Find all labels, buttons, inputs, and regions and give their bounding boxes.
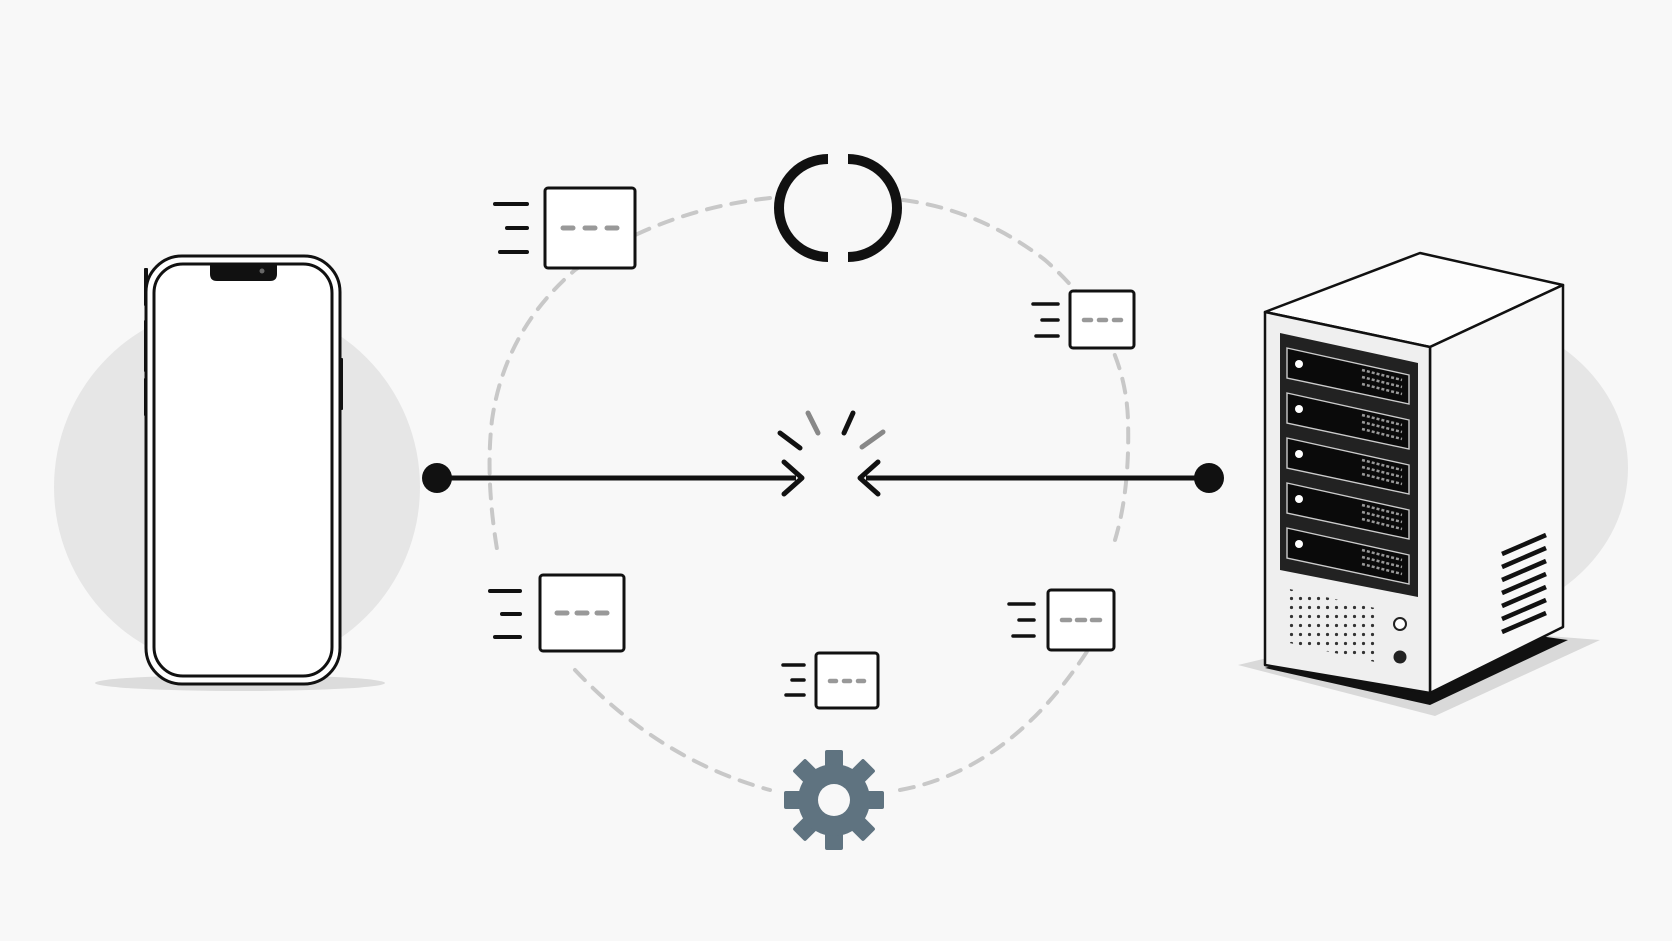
server-side <box>1428 283 1565 695</box>
moving-message-icon <box>493 186 637 270</box>
drive-bays <box>1286 347 1410 585</box>
moving-message-icon <box>488 573 626 653</box>
server-side-vent <box>1501 532 1547 635</box>
moving-message-icon <box>781 651 880 710</box>
server-power-button <box>1393 617 1407 631</box>
moving-message-icon <box>1031 289 1136 350</box>
dashed-loop <box>487 196 1131 792</box>
client-arrowhead <box>781 459 805 497</box>
gear-icon <box>784 750 884 850</box>
moving-message-icon <box>1007 588 1116 652</box>
server-status-light <box>1393 650 1407 664</box>
server-tower-icon <box>1238 251 1600 716</box>
smartphone-icon <box>144 254 343 686</box>
server-arrowhead <box>857 459 881 497</box>
spark-lines <box>777 410 886 451</box>
loading-spinner-icon <box>774 154 902 262</box>
server-front-vent <box>1285 588 1375 662</box>
broken-connection-icon <box>422 410 1224 497</box>
